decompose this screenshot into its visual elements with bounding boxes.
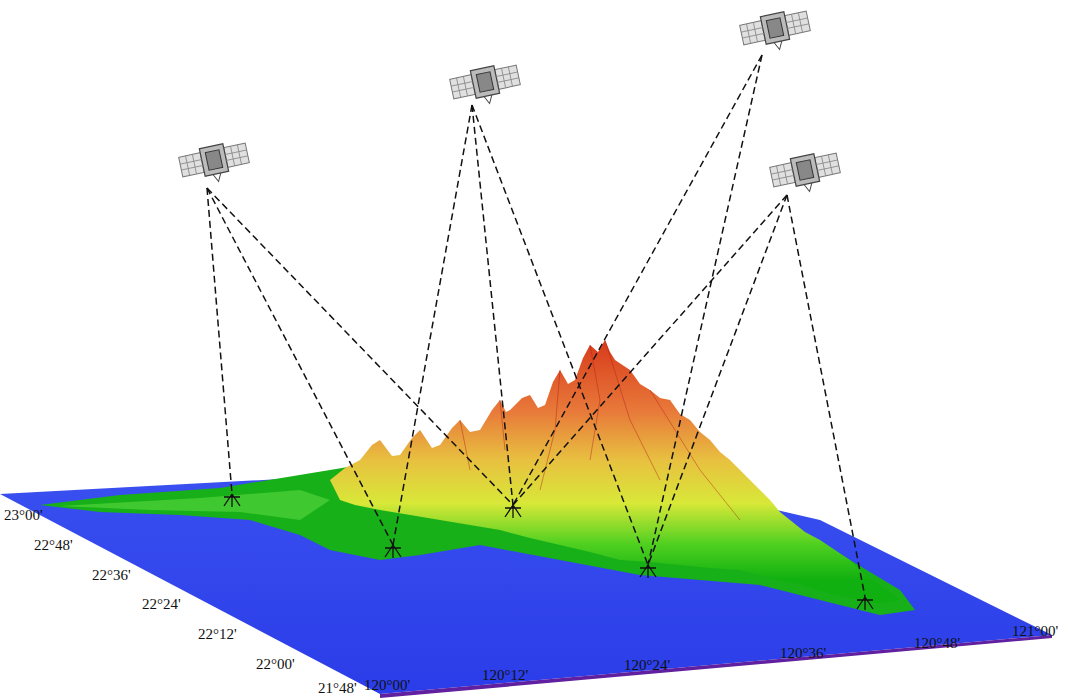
latitude-label: 22°24': [142, 597, 181, 612]
satellite-part: [199, 144, 228, 176]
latitude-label: 22°48': [34, 538, 73, 553]
longitude-label: 120°24': [624, 658, 670, 673]
satellite-part: [470, 66, 499, 98]
ground-stations: [224, 494, 873, 610]
satellite-part: [740, 11, 811, 45]
latitude-label: 22°00': [256, 657, 295, 672]
longitude-label: 120°12': [482, 668, 528, 683]
satellite-part: [450, 65, 521, 99]
satellite-part: [476, 72, 493, 93]
lowland-light: [60, 490, 330, 520]
signal-lines: [207, 55, 865, 597]
latitude-label: 23°00': [4, 508, 43, 523]
satellite-part: [804, 183, 813, 192]
satellite: [769, 149, 843, 198]
satellite-part: [796, 160, 813, 181]
satellite: [449, 61, 523, 110]
satellite-part: [484, 95, 493, 104]
satellite: [739, 7, 813, 56]
satellite-part: [770, 153, 841, 187]
satellite-part: [179, 143, 250, 177]
longitude-label: 120°48': [914, 636, 960, 651]
satellite-part: [213, 173, 222, 182]
latitude-label: 22°36': [92, 568, 131, 583]
satellite-part: [205, 150, 222, 171]
mountain-range: [330, 340, 900, 604]
longitude-label: 121°00': [1012, 624, 1058, 639]
satellite-part: [766, 18, 783, 39]
satellite-part: [774, 41, 783, 50]
latitude-label: 22°12': [198, 627, 237, 642]
plane-edge: [380, 635, 1052, 698]
gps-satellites: [178, 7, 843, 198]
latitude-label: 21°48': [318, 681, 357, 696]
satellite-part: [790, 154, 819, 186]
satellite-part: [760, 12, 789, 44]
longitude-label: 120°36': [780, 646, 826, 661]
satellite: [178, 139, 252, 188]
longitude-label: 120°00': [364, 678, 410, 693]
